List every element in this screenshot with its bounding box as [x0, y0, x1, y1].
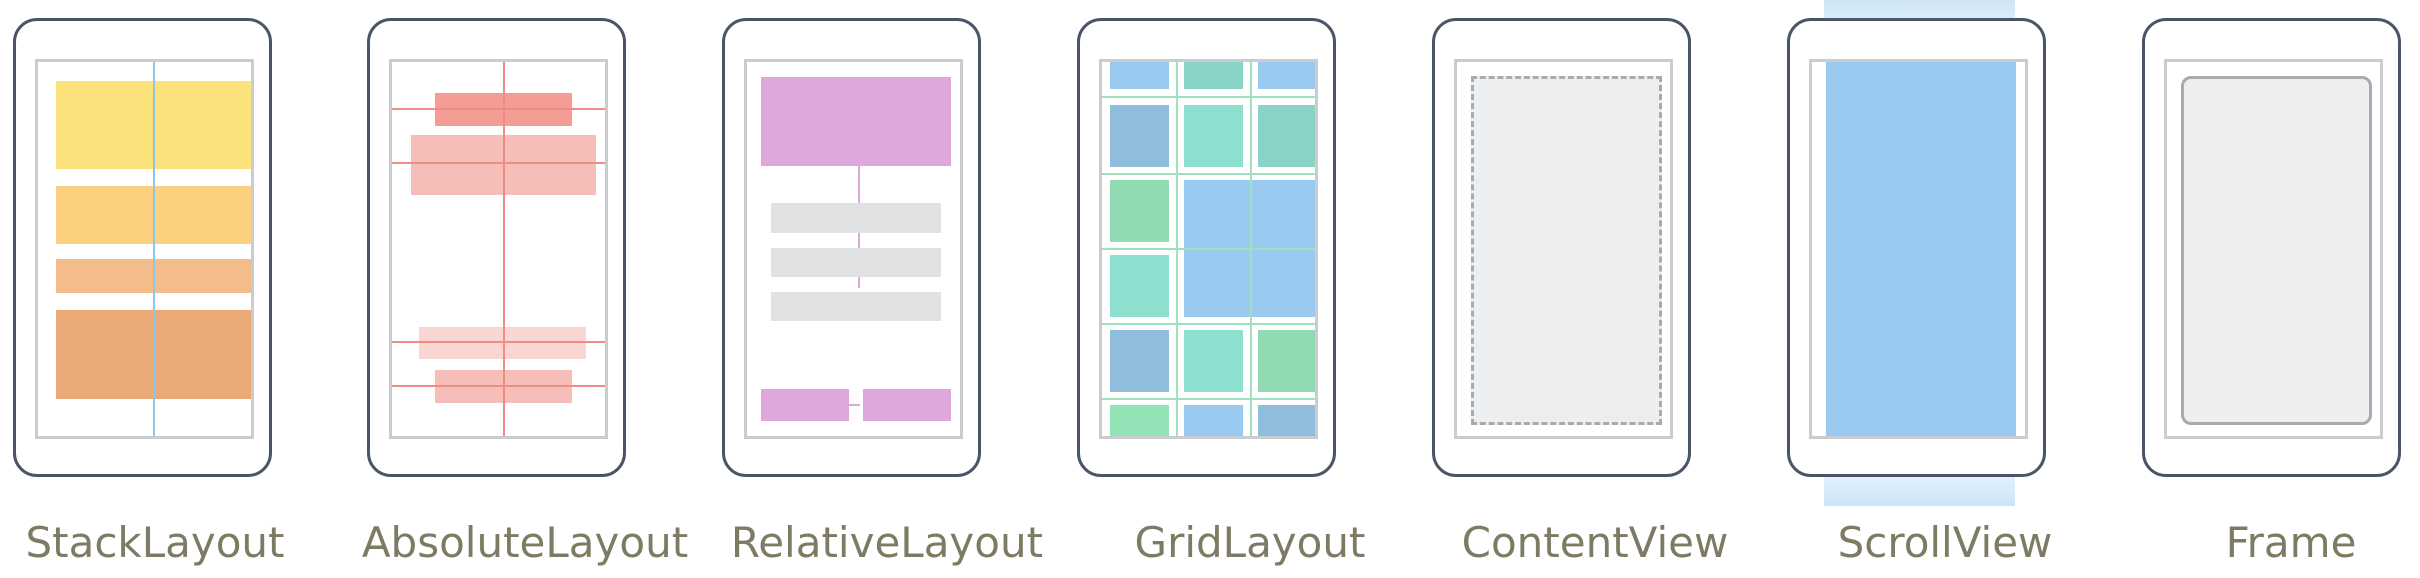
contentview-figure: ContentView — [1420, 0, 1760, 578]
gridlayout-figure: GridLayout — [1065, 0, 1405, 578]
phone-screen — [1099, 59, 1318, 439]
grid-line — [1102, 398, 1315, 400]
absolute-guide-line — [392, 108, 605, 110]
relativelayout-label: RelativeLayout — [730, 518, 1044, 567]
gridlayout-label: GridLayout — [1134, 518, 1366, 567]
grid-line — [1102, 96, 1315, 98]
grid-cell — [1258, 330, 1315, 392]
phone-frame — [1077, 18, 1336, 477]
relative-row-2 — [771, 248, 941, 277]
grid-cell — [1110, 330, 1169, 392]
grid-cell — [1110, 255, 1169, 317]
scroll-content — [1826, 62, 2016, 436]
relative-constraint-line — [847, 404, 860, 406]
grid-cell — [1184, 105, 1243, 167]
absolutelayout-figure: AbsoluteLayout — [355, 0, 695, 578]
stacklayout-label: StackLayout — [25, 518, 285, 567]
phone-screen — [744, 59, 963, 439]
absolute-guide-line — [392, 385, 605, 387]
grid-cell — [1184, 62, 1243, 89]
phone-frame — [2142, 18, 2401, 477]
grid-cell — [1110, 105, 1169, 167]
grid-line — [1102, 248, 1315, 250]
absolute-guide-line — [392, 341, 605, 343]
phone-screen — [2164, 59, 2383, 439]
absolutelayout-label: AbsoluteLayout — [361, 518, 689, 567]
phone-screen — [389, 59, 608, 439]
relativelayout-figure: RelativeLayout — [710, 0, 1050, 578]
content-placeholder — [1471, 76, 1662, 425]
absolute-item-3 — [419, 327, 586, 359]
grid-cell — [1184, 330, 1243, 392]
grid-cell — [1258, 105, 1315, 167]
grid-line — [1102, 323, 1315, 325]
phone-screen — [1809, 59, 2028, 439]
scrollview-label: ScrollView — [1837, 518, 2053, 567]
grid-cell — [1110, 405, 1169, 436]
relative-row-1 — [771, 203, 941, 233]
relative-header — [761, 77, 951, 166]
grid-cell — [1258, 405, 1315, 436]
phone-screen — [35, 59, 254, 439]
phone-screen — [1454, 59, 1673, 439]
contentview-label: ContentView — [1461, 518, 1729, 567]
absolute-guide-line — [503, 62, 505, 436]
frame-label: Frame — [2225, 518, 2357, 567]
grid-line — [1102, 173, 1315, 175]
relative-row-3 — [771, 292, 941, 321]
phone-frame — [1432, 18, 1691, 477]
phone-frame — [722, 18, 981, 477]
phone-frame — [1787, 18, 2046, 477]
scrollview-figure: ScrollView — [1775, 0, 2115, 578]
phone-frame — [13, 18, 272, 477]
frame-figure: Frame — [2130, 0, 2420, 578]
absolute-guide-line — [392, 162, 605, 164]
stacklayout-figure: StackLayout — [0, 0, 340, 578]
grid-cell — [1258, 62, 1315, 89]
relative-footer-left — [761, 389, 849, 421]
frame-box — [2181, 76, 2372, 425]
relative-footer-right — [863, 389, 951, 421]
grid-cell — [1110, 62, 1169, 89]
grid-cell — [1184, 405, 1243, 436]
phone-frame — [367, 18, 626, 477]
grid-cell — [1110, 180, 1169, 242]
stack-axis-line — [153, 62, 155, 436]
